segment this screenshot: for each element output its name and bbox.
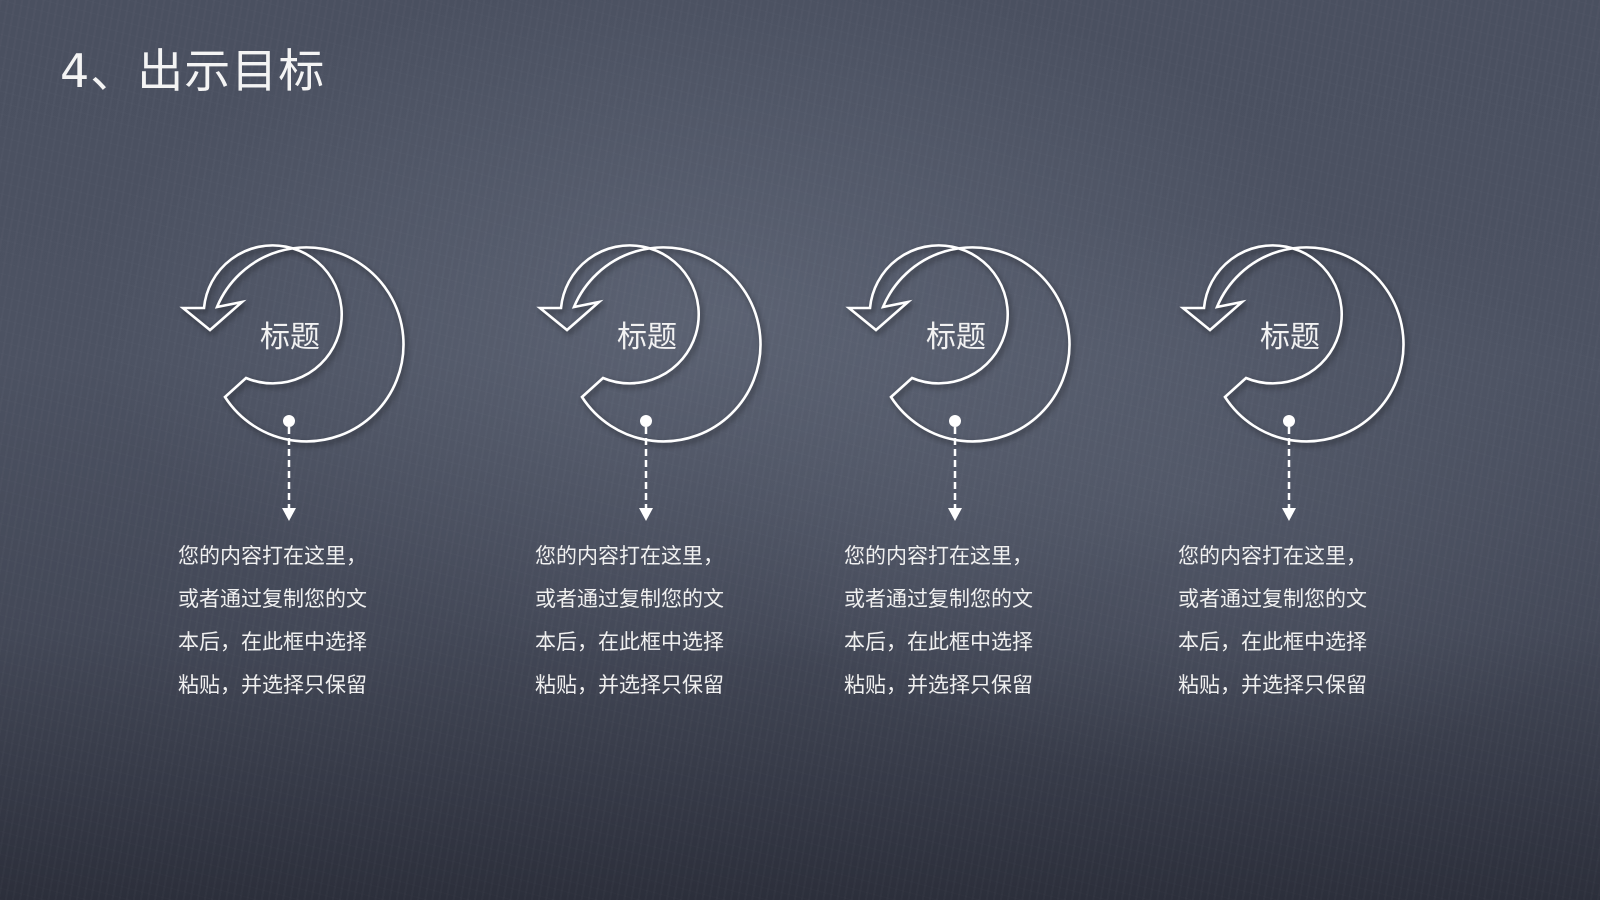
step-2: 标题 您的内容打在这里， 或者通过复制您的文 本后，在此框中选择 粘贴，并选择只… bbox=[527, 230, 767, 710]
connector-dot-icon bbox=[1283, 415, 1295, 427]
description-line: 或者通过复制您的文 bbox=[844, 587, 1033, 611]
description-line: 您的内容打在这里， bbox=[178, 544, 367, 568]
circular-arrow-icon bbox=[845, 244, 1071, 521]
step-3: 标题 您的内容打在这里， 或者通过复制您的文 本后，在此框中选择 粘贴，并选择只… bbox=[836, 230, 1076, 710]
connector-dot-icon bbox=[283, 415, 295, 427]
description-line: 本后，在此框中选择 bbox=[844, 630, 1033, 654]
description-line: 或者通过复制您的文 bbox=[535, 587, 724, 611]
description-line: 粘贴，并选择只保留 bbox=[844, 673, 1033, 697]
down-arrow-icon bbox=[948, 508, 962, 521]
circular-arrow-icon bbox=[536, 244, 762, 521]
description-line: 粘贴，并选择只保留 bbox=[178, 673, 367, 697]
step-title: 标题 bbox=[617, 320, 677, 355]
description-line: 本后，在此框中选择 bbox=[178, 630, 367, 654]
description-line: 或者通过复制您的文 bbox=[178, 587, 367, 611]
description-line: 粘贴，并选择只保留 bbox=[1178, 673, 1367, 697]
circular-arrow-icon bbox=[179, 244, 405, 521]
step-4: 标题 您的内容打在这里， 或者通过复制您的文 本后，在此框中选择 粘贴，并选择只… bbox=[1170, 230, 1410, 710]
step-1: 标题 您的内容打在这里， 或者通过复制您的文 本后，在此框中选择 粘贴，并选择只… bbox=[170, 230, 410, 710]
step-description: 您的内容打在这里， 或者通过复制您的文 本后，在此框中选择 粘贴，并选择只保留 bbox=[178, 535, 418, 707]
description-line: 粘贴，并选择只保留 bbox=[535, 673, 724, 697]
circular-arrow-icon bbox=[1179, 244, 1405, 521]
step-description: 您的内容打在这里， 或者通过复制您的文 本后，在此框中选择 粘贴，并选择只保留 bbox=[1178, 535, 1418, 707]
step-description: 您的内容打在这里， 或者通过复制您的文 本后，在此框中选择 粘贴，并选择只保留 bbox=[844, 535, 1084, 707]
connector-dot-icon bbox=[640, 415, 652, 427]
connector-dot-icon bbox=[949, 415, 961, 427]
description-line: 您的内容打在这里， bbox=[1178, 544, 1367, 568]
down-arrow-icon bbox=[639, 508, 653, 521]
description-line: 您的内容打在这里， bbox=[844, 544, 1033, 568]
step-description: 您的内容打在这里， 或者通过复制您的文 本后，在此框中选择 粘贴，并选择只保留 bbox=[535, 535, 775, 707]
down-arrow-icon bbox=[1282, 508, 1296, 521]
page-title: 4、出示目标 bbox=[60, 44, 326, 98]
description-line: 您的内容打在这里， bbox=[535, 544, 724, 568]
description-line: 本后，在此框中选择 bbox=[535, 630, 724, 654]
description-line: 本后，在此框中选择 bbox=[1178, 630, 1367, 654]
step-title: 标题 bbox=[926, 320, 986, 355]
description-line: 或者通过复制您的文 bbox=[1178, 587, 1367, 611]
step-title: 标题 bbox=[260, 320, 320, 355]
down-arrow-icon bbox=[282, 508, 296, 521]
step-title: 标题 bbox=[1260, 320, 1320, 355]
